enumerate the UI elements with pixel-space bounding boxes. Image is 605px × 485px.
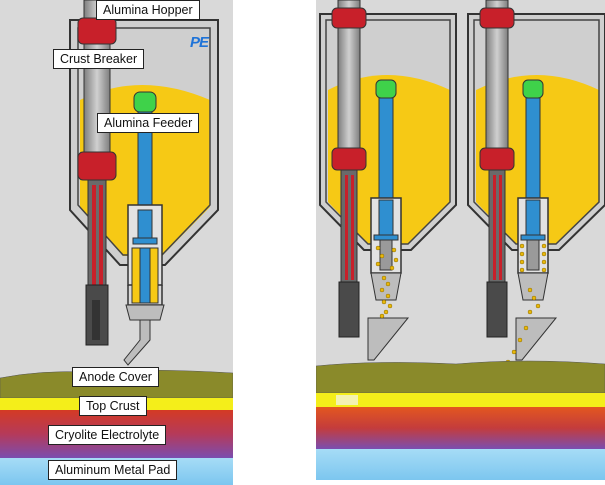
cell-cross-section-operation — [316, 0, 605, 480]
label-cryolite-electrolyte: Cryolite Electrolyte — [48, 425, 167, 445]
alumina-feeder — [123, 91, 165, 366]
label-alumina-hopper: Alumina Hopper — [96, 0, 200, 20]
pe-logo: PE — [190, 34, 209, 51]
metal-pad-layer — [316, 449, 605, 480]
label-alumina-feeder: Alumina Feeder — [97, 113, 200, 133]
top-crust-layer — [316, 393, 605, 407]
labeled-diagram-panel: PE Alumina Hopper Crust Breaker Alumina … — [0, 0, 233, 485]
crust-opening-1 — [336, 395, 358, 405]
operation-diagram-panel — [316, 0, 605, 480]
label-aluminum-metal-pad: Aluminum Metal Pad — [48, 460, 178, 480]
anode-cover-layer — [316, 360, 605, 394]
label-crust-breaker: Crust Breaker — [53, 49, 145, 69]
cell-unit-2 — [467, 0, 605, 413]
crust-breaker — [77, 0, 117, 346]
cell-unit-1 — [319, 0, 457, 361]
electrolyte-layer — [316, 407, 605, 449]
label-top-crust: Top Crust — [79, 396, 147, 416]
label-anode-cover: Anode Cover — [72, 367, 159, 387]
